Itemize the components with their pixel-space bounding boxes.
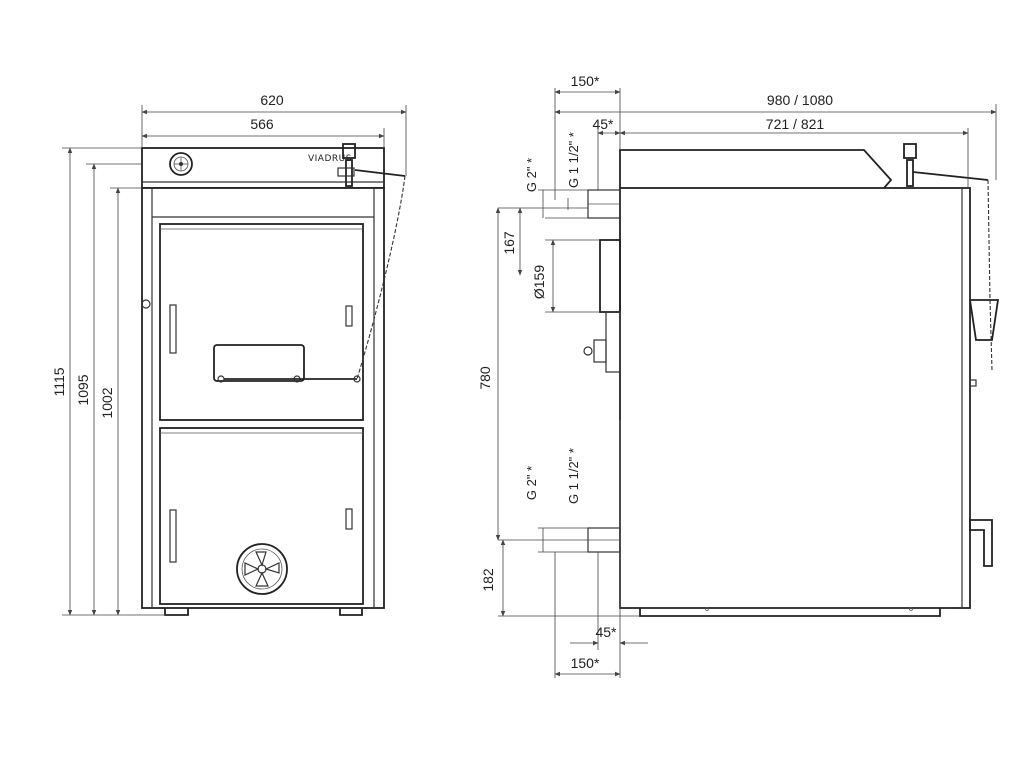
dim-721-821: 721 / 821 — [766, 116, 825, 132]
label-pipe-bottom-g112: G 1 1/2" * — [566, 448, 581, 504]
dim-150-bottom: 150* — [571, 655, 600, 671]
lower-door — [159, 427, 364, 605]
dim-45-bottom: 45* — [595, 624, 617, 640]
dim-980-1080: 980 / 1080 — [767, 92, 833, 108]
front-view: VIADRUS — [141, 143, 406, 616]
side-knob — [141, 299, 151, 309]
label-pipe-top-g112: G 1 1/2" * — [566, 132, 581, 188]
side-body — [619, 187, 971, 609]
upper-door-latch — [345, 305, 353, 327]
label-pipe-top-g2: G 2" * — [524, 158, 539, 192]
top-hood — [619, 149, 893, 189]
thermometer-dial-icon — [169, 152, 193, 176]
dim-flue-diameter: Ø159 — [531, 265, 547, 299]
dim-45-top: 45* — [592, 116, 614, 132]
dim-1115: 1115 — [51, 367, 67, 396]
regulator-chain — [356, 175, 406, 380]
rear-handle — [969, 519, 993, 567]
dim-167: 167 — [501, 231, 517, 255]
draft-regulator-icon — [342, 143, 356, 159]
dim-1002: 1002 — [99, 387, 115, 418]
dim-566: 566 — [250, 116, 274, 132]
dim-620: 620 — [260, 92, 284, 108]
air-inlet-wheel-icon — [236, 543, 288, 595]
label-pipe-bottom-g2: G 2" * — [524, 466, 539, 500]
dim-1095: 1095 — [75, 374, 91, 405]
dim-150-top: 150* — [571, 73, 600, 89]
dim-182: 182 — [480, 568, 496, 592]
lower-door-latch — [345, 508, 353, 530]
front-body — [141, 187, 385, 609]
upper-door-hinge — [169, 304, 177, 354]
door-window — [213, 344, 305, 382]
flue-outlet — [599, 239, 621, 313]
side-dimensions: 150* 980 / 1080 45* 721 / 821 G 2" * G 1… — [477, 73, 997, 678]
side-chain — [987, 179, 993, 371]
upper-door — [159, 223, 364, 421]
side-view — [583, 143, 1000, 617]
lower-door-hinge — [169, 509, 177, 563]
brand-logo: VIADRUS — [308, 154, 352, 164]
front-dimensions: 620 566 1115 1095 1002 — [51, 92, 407, 616]
side-regulator-icon — [903, 143, 917, 159]
dim-780: 780 — [477, 366, 493, 390]
